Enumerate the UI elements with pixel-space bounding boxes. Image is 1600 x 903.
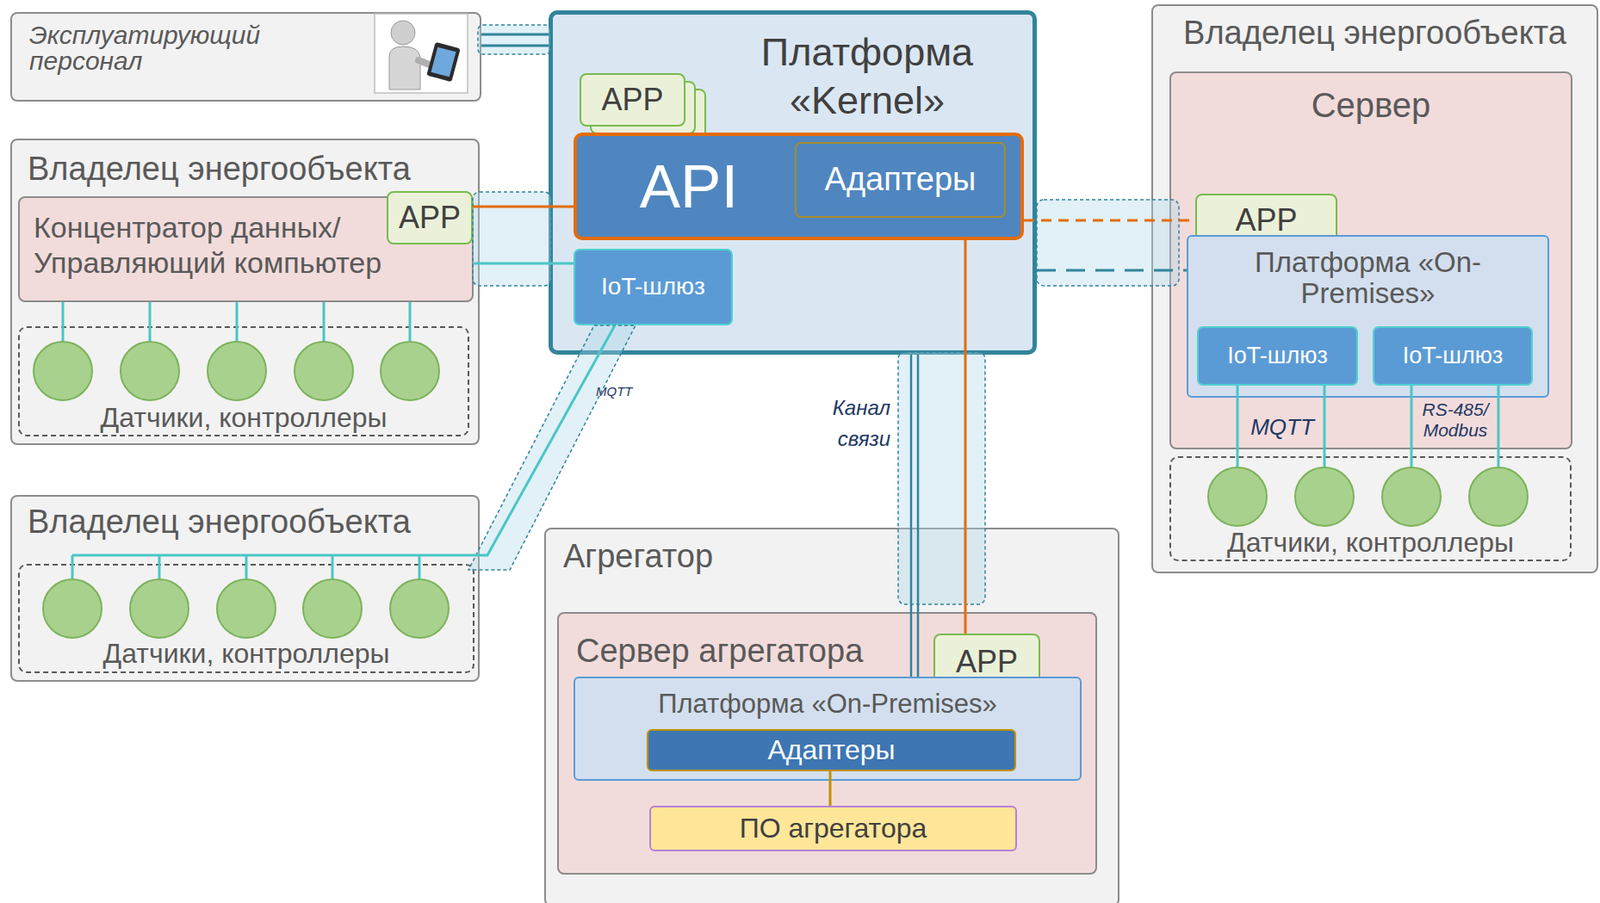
node-label: APP	[935, 644, 1039, 680]
node-label: APP	[579, 81, 686, 118]
connector	[481, 34, 549, 46]
api-box: API Адаптеры	[573, 132, 1024, 241]
node-label: Платформа «Kernel»	[707, 28, 1027, 126]
server-box: СерверAPP Платформа «On-Premises» IoT-шлюз…	[1169, 71, 1573, 450]
line-label: MQTT	[595, 384, 648, 399]
sensor-group: Датчики, контроллеры	[18, 326, 470, 437]
node-label: Платформа «On-Premises»	[575, 688, 1080, 720]
sensor-group: Датчики, контроллеры	[1169, 456, 1572, 562]
node-label: API	[602, 151, 776, 223]
node-label: Датчики, контроллеры	[19, 402, 468, 435]
node-label: IoT-шлюз	[575, 272, 732, 301]
node-label: ПО агрегатора	[651, 812, 1016, 845]
connector	[1411, 385, 1499, 468]
sensor-circle	[120, 341, 180, 401]
connector	[829, 771, 832, 807]
software-box: ПО агрегатора	[649, 806, 1018, 852]
sensor-circle	[303, 579, 362, 639]
node-label: Адаптеры	[648, 734, 1015, 767]
node-label: APP	[388, 199, 472, 236]
node-label: Сервер	[1171, 85, 1571, 125]
gateway-box: IoT-шлюз	[1196, 326, 1359, 386]
sensor-circle	[1469, 467, 1528, 527]
platform-box: Платформа «On-Premises» IoT-шлюз IoT-шлюз	[1186, 235, 1550, 398]
channel-band	[468, 24, 1179, 605]
gateway-box: IoT-шлюз	[1372, 326, 1533, 386]
platform-box: Платформа «Kernel» APP API АдаптерыIoT-шлюз	[548, 10, 1037, 355]
connector	[472, 205, 574, 209]
connector	[1023, 219, 1196, 223]
sensor-circle	[380, 341, 440, 401]
node-label: IoT-шлюз	[1374, 342, 1532, 370]
sensor-circle	[1295, 467, 1354, 527]
sensor-circle	[130, 579, 189, 639]
connector	[62, 302, 410, 342]
sensor-circle	[43, 579, 102, 639]
node-label: Платформа «On-Premises»	[1231, 247, 1505, 309]
gateway-box: IoT-шлюз	[573, 248, 733, 326]
node-label: Сервер агрегатора	[576, 632, 921, 671]
connector	[1237, 385, 1325, 468]
group-box: Эксплуатирующий персонал	[10, 12, 482, 102]
connector	[72, 325, 615, 580]
connector	[1036, 269, 1187, 273]
adapter-box: Адаптеры	[646, 729, 1017, 772]
node-label: Агрегатор	[563, 538, 994, 577]
sensor-circle	[207, 341, 267, 401]
node-label: Владелец энергообъекта	[1153, 14, 1597, 53]
group-box: Владелец энергообъектаСерверAPPПлатформа…	[1151, 4, 1599, 574]
node-label: Владелец энергообъекта	[27, 503, 459, 542]
channel-band	[472, 192, 552, 286]
line-label: MQTT	[1246, 415, 1318, 441]
channel-band	[1036, 199, 1179, 286]
sensor-circle	[217, 579, 276, 639]
node-label: Владелец энергообъекта	[27, 150, 459, 189]
sensor-group: Датчики, контроллеры	[18, 564, 475, 674]
app-box: APP	[579, 73, 707, 143]
channel-band	[477, 24, 551, 55]
adapter-box: Адаптеры	[794, 142, 1006, 218]
group-box: Владелец энергообъектаКонцентратор данны…	[10, 138, 480, 446]
server-box: Сервер агрегатораAPPПлатформа «On-Premis…	[557, 612, 1098, 875]
connector	[911, 354, 918, 677]
node-label: IoT-шлюз	[1198, 342, 1357, 370]
node-label: Адаптеры	[796, 161, 1005, 199]
sensor-circle	[294, 341, 354, 401]
group-box: Владелец энергообъектаДатчики, контролле…	[10, 495, 480, 683]
node-label: Эксплуатирующий персонал	[29, 22, 357, 75]
sensor-circle	[33, 341, 93, 401]
group-box: АгрегаторСервер агрегатораAPPПлатформа «…	[544, 527, 1120, 903]
sensor-circle	[1208, 467, 1267, 527]
connector	[473, 262, 574, 266]
line-label: RS-485/ Modbus	[1415, 399, 1495, 441]
person-icon	[374, 13, 468, 94]
channel-band	[468, 325, 636, 571]
node-label: APP	[1196, 202, 1336, 238]
sensor-circle	[1382, 467, 1441, 527]
node-label: Датчики, контроллеры	[19, 638, 473, 670]
node-label: Датчики, контроллеры	[1171, 527, 1570, 559]
sensor-circle	[390, 579, 449, 639]
app-box: APP	[386, 191, 473, 245]
line-label: Канал связи	[800, 392, 891, 455]
connector	[964, 240, 968, 634]
channel-band	[898, 352, 986, 605]
node-label: Концентратор данных/ Управляющий компьют…	[33, 210, 396, 281]
platform-box: Платформа «On-Premises» Адаптеры	[573, 676, 1082, 782]
